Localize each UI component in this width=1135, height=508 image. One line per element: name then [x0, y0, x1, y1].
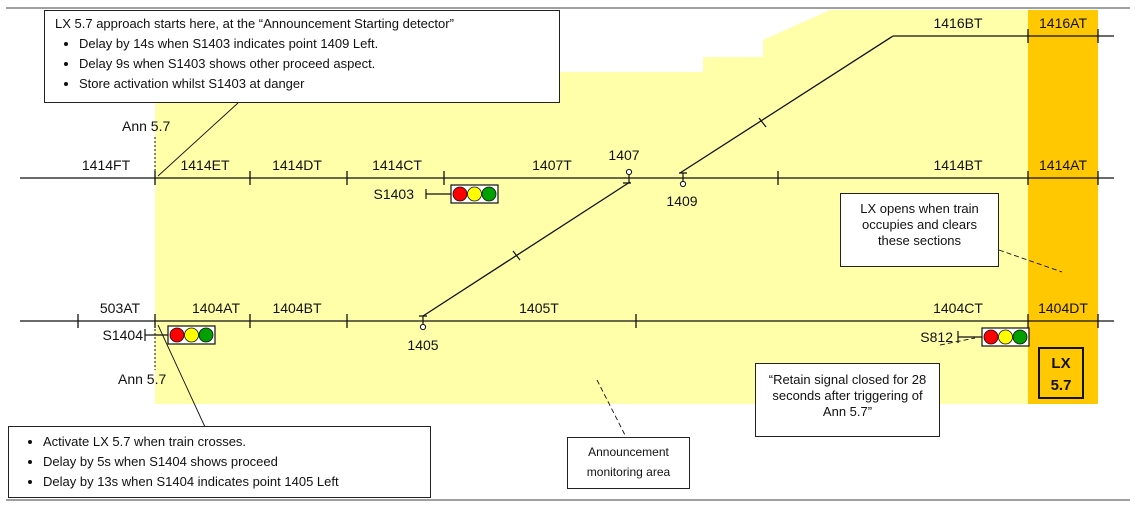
- track-label-1404at: 1404AT: [192, 300, 240, 316]
- signal-label-s1404: S1404: [103, 327, 144, 343]
- track-label-1405t: 1405T: [519, 300, 559, 316]
- track-label-1414et: 1414ET: [180, 157, 229, 173]
- activation-note-list: Activate LX 5.7 when train crosses. Dela…: [13, 432, 426, 492]
- signal-s812-yellow-lamp: [998, 329, 1013, 345]
- point-label-1409: 1409: [666, 193, 697, 209]
- signal-s1404-yellow-lamp: [184, 327, 199, 343]
- signal-label-s1403: S1403: [374, 186, 415, 202]
- leader-top-note: [157, 102, 239, 177]
- leader-lx-note: [998, 249, 1063, 273]
- activation-note-item: Delay by 13s when S1404 indicates point …: [43, 472, 426, 492]
- monitoring-area-note: Announcement monitoring area: [567, 437, 690, 489]
- lx-box: [1038, 347, 1084, 399]
- point-label-1405: 1405: [407, 337, 438, 353]
- track-label-1414ct: 1414CT: [372, 157, 422, 173]
- track-label-1404ct: 1404CT: [933, 300, 983, 316]
- lx-box-line1: LX: [1051, 355, 1070, 372]
- crossover-tick-lower: [512, 250, 521, 261]
- signal-s812-red-lamp: [983, 329, 999, 345]
- track-label-1414dt: 1414DT: [272, 157, 322, 173]
- approach-note-item: Store activation whilst S1403 at danger: [79, 74, 553, 94]
- signal-s1404-red-lamp: [169, 327, 185, 343]
- signal-s812-green-lamp: [1012, 329, 1028, 345]
- leader-bottom-note: [157, 324, 206, 428]
- ann-label-bottom: Ann 5.7: [118, 371, 166, 387]
- track-label-1404dt: 1404DT: [1038, 300, 1088, 316]
- lower-track-joints: [77, 314, 1099, 328]
- activation-note-item: Activate LX 5.7 when train crosses.: [43, 432, 426, 452]
- activation-note-item: Delay by 5s when S1404 shows proceed: [43, 452, 426, 472]
- point-label-1407: 1407: [608, 147, 639, 163]
- lx-opens-note: LX opens when train occupies and clears …: [840, 193, 999, 267]
- signal-s1403-red-lamp: [452, 186, 468, 202]
- track-label-1414ft: 1414FT: [82, 157, 131, 173]
- track-label-503at: 503AT: [100, 300, 141, 316]
- signal-s812: [957, 327, 1030, 347]
- signal-s1403: [425, 184, 499, 204]
- approach-note-item: Delay by 14s when S1403 indicates point …: [79, 34, 553, 54]
- approach-note-item: Delay 9s when S1403 shows other proceed …: [79, 54, 553, 74]
- retain-signal-note: “Retain signal closed for 28 seconds aft…: [755, 363, 940, 437]
- leader-monitor-note: [596, 379, 627, 438]
- lx-box-line2: 5.7: [1051, 377, 1072, 394]
- track-label-1416bt: 1416BT: [933, 15, 982, 31]
- leader-retain-note: [939, 337, 976, 346]
- track-label-1414at: 1414AT: [1039, 157, 1087, 173]
- approach-note: LX 5.7 approach starts here, at the “Ann…: [44, 10, 560, 103]
- signal-s1404-green-lamp: [198, 327, 214, 343]
- approach-note-heading: LX 5.7 approach starts here, at the “Ann…: [55, 16, 454, 31]
- ann-label-top: Ann 5.7: [122, 118, 170, 134]
- signal-s1403-yellow-lamp: [467, 186, 482, 202]
- branch-track-joints: [1027, 29, 1099, 43]
- point-1407-marker: [625, 168, 633, 183]
- crossover-1405-1407: [422, 181, 631, 317]
- activation-note: Activate LX 5.7 when train crosses. Dela…: [8, 426, 431, 498]
- point-1409-marker: [679, 173, 687, 188]
- signal-s1403-green-lamp: [481, 186, 497, 202]
- track-label-1414bt: 1414BT: [933, 157, 982, 173]
- approach-note-list: Delay by 14s when S1403 indicates point …: [51, 34, 553, 94]
- upper-track-joints: [154, 171, 1099, 185]
- crossover-1409-1416: [679, 35, 894, 174]
- signal-label-s812: S812: [920, 329, 953, 345]
- track-label-1407t: 1407T: [532, 157, 572, 173]
- track-label-1404bt: 1404BT: [272, 300, 321, 316]
- lx-section-area: [1028, 10, 1098, 404]
- signal-s1404: [144, 325, 216, 345]
- track-label-1416at: 1416AT: [1039, 15, 1087, 31]
- point-1405-marker: [419, 316, 427, 331]
- crossover-tick-upper: [758, 117, 767, 128]
